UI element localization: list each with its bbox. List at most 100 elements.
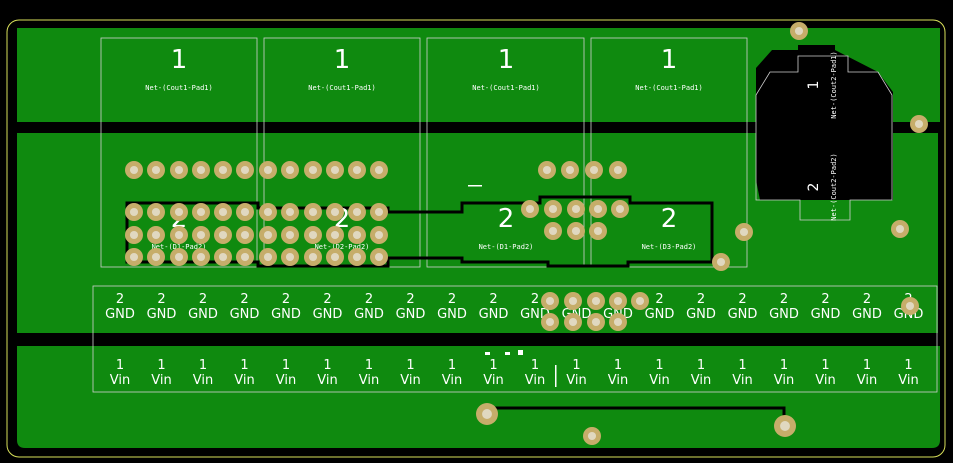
via-hole <box>330 165 340 175</box>
via-hole <box>308 252 318 262</box>
connector-pin-number: 1 <box>780 358 788 373</box>
via-hole <box>218 165 228 175</box>
via-hole <box>716 257 726 267</box>
connector-pin-number: 1 <box>282 358 290 373</box>
connector-pin-number: 1 <box>448 358 456 373</box>
net-label: Net-(Cout1-Pad1) <box>472 84 539 92</box>
via-hole <box>196 165 206 175</box>
via-hole <box>613 317 623 327</box>
connector-pin-net: GND <box>396 307 426 322</box>
via-hole <box>263 230 273 240</box>
connector-pin-number: 2 <box>821 292 829 307</box>
connector-pin-number: 1 <box>821 358 829 373</box>
connector-pin-number: 2 <box>157 292 165 307</box>
connector-pin-net: Vin <box>483 373 503 388</box>
via-hole <box>374 252 384 262</box>
via-hole <box>263 252 273 262</box>
via-hole <box>352 207 362 217</box>
connector-pin-net: Vin <box>234 373 254 388</box>
copper-pour-middle <box>17 133 938 333</box>
via-hole <box>525 204 535 214</box>
connector-pin-net: GND <box>230 307 260 322</box>
via-hole <box>308 207 318 217</box>
via-hole <box>174 230 184 240</box>
net-label: Net-(D2-Pad2) <box>315 243 370 251</box>
via-hole <box>285 165 295 175</box>
net-label: Net-(Cout1-Pad1) <box>145 84 212 92</box>
connector-pin-number: 2 <box>282 292 290 307</box>
connector-pin-net: Vin <box>774 373 794 388</box>
connector-pin-net: Vin <box>151 373 171 388</box>
connector-pin-number: 1 <box>697 358 705 373</box>
net-label: Net-(Cout1-Pad1) <box>635 84 702 92</box>
via-hole <box>895 224 905 234</box>
via-hole <box>151 165 161 175</box>
connector-pin-number: 1 <box>572 358 580 373</box>
via-hole <box>240 165 250 175</box>
pad-number: 1 <box>334 45 351 75</box>
via-hole <box>218 230 228 240</box>
connector-pin-number: 2 <box>489 292 497 307</box>
via-hole <box>240 230 250 240</box>
pad-number: 1 <box>806 81 822 90</box>
net-label: Net-(Cout2-Pad2) <box>830 153 838 220</box>
via-hole <box>285 207 295 217</box>
connector-pin-number: 1 <box>157 358 165 373</box>
via-hole <box>308 165 318 175</box>
connector-pin-net: Vin <box>400 373 420 388</box>
connector-pin-net: GND <box>354 307 384 322</box>
connector-pin-number: 2 <box>738 292 746 307</box>
board-outline <box>6 19 946 458</box>
via-hole <box>568 317 578 327</box>
net-label: Net-(D1-Pad2) <box>479 243 534 251</box>
connector-pin-number: 1 <box>614 358 622 373</box>
connector-pin-net: GND <box>769 307 799 322</box>
connector-pin-net: GND <box>313 307 343 322</box>
via-hole <box>174 252 184 262</box>
connector-pin-net: Vin <box>815 373 835 388</box>
connector-pin-net: GND <box>811 307 841 322</box>
connector-pin-net: GND <box>645 307 675 322</box>
connector-pin-net: GND <box>105 307 135 322</box>
via-hole <box>780 421 790 431</box>
via-hole <box>285 230 295 240</box>
through-hole-pads <box>125 22 928 445</box>
connector-pin-number: 1 <box>323 358 331 373</box>
via-hole <box>545 296 555 306</box>
via-hole <box>635 296 645 306</box>
connector-pin-net: Vin <box>898 373 918 388</box>
via-hole <box>330 230 340 240</box>
net-label: Net-(Cout1-Pad1) <box>308 84 375 92</box>
connector-pin-number: 2 <box>406 292 414 307</box>
pad-number: 1 <box>498 45 515 75</box>
via-hole <box>565 165 575 175</box>
connector-pin-net: Vin <box>317 373 337 388</box>
connector-pin-net: GND <box>147 307 177 322</box>
via-hole <box>196 207 206 217</box>
pad-number: 1 <box>661 45 678 75</box>
via-hole <box>285 252 295 262</box>
via-hole <box>571 226 581 236</box>
copper-pour-top <box>17 28 940 122</box>
via-hole <box>174 165 184 175</box>
via-hole <box>330 252 340 262</box>
net-label: Net-(D1-Pad2) <box>152 243 207 251</box>
pad-number: 1 <box>171 45 188 75</box>
pad-number: 2 <box>498 204 515 234</box>
via-hole <box>330 207 340 217</box>
connector-pin-net: GND <box>437 307 467 322</box>
via-hole <box>482 409 492 419</box>
via-hole <box>914 119 924 129</box>
via-hole <box>794 26 804 36</box>
via-hole <box>129 207 139 217</box>
connector-pin-number: 1 <box>904 358 912 373</box>
connector-pin-number: 2 <box>448 292 456 307</box>
connector-pin-net: GND <box>852 307 882 322</box>
connector-pin-number: 1 <box>365 358 373 373</box>
connector-pin-net: Vin <box>566 373 586 388</box>
via-hole <box>240 252 250 262</box>
via-hole <box>374 207 384 217</box>
connector-pin-net: GND <box>728 307 758 322</box>
connector-pin-number: 1 <box>116 358 124 373</box>
pad-number: 2 <box>806 183 822 192</box>
